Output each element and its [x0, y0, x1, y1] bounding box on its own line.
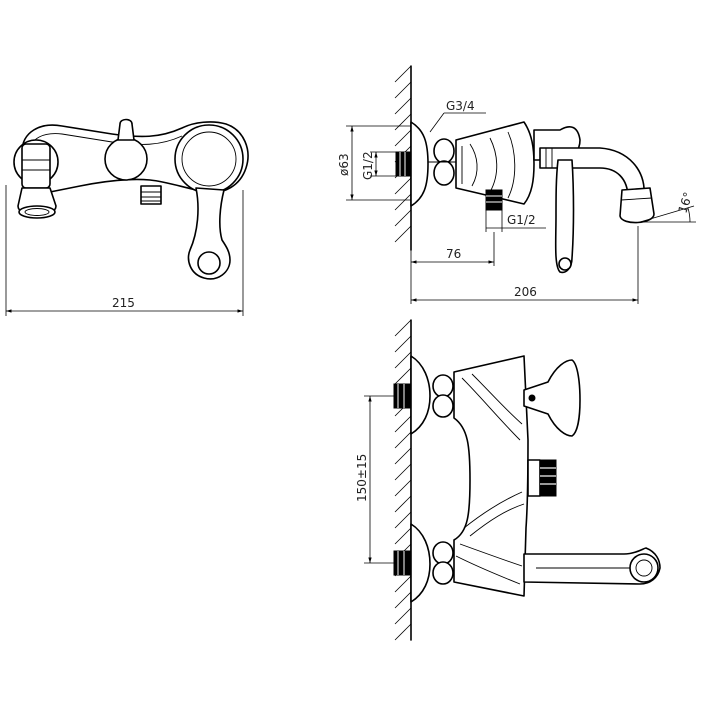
side-view-body [455, 121, 535, 205]
dim-206-label: 206 [514, 285, 537, 299]
top-view-handle-rosette [174, 124, 244, 194]
front-view-diverter-knob [527, 459, 541, 497]
front-view: 150±15 [355, 319, 661, 641]
front-view-lower-inlet [393, 550, 411, 576]
side-view-diverter-lever [554, 159, 575, 274]
angle-label: 16° [676, 190, 696, 215]
front-view-upper-inlet [393, 383, 411, 409]
front-view-spout [523, 547, 661, 585]
g12-right-label: G1/2 [507, 213, 536, 227]
side-view-rosette [410, 121, 429, 207]
centres-label: 150±15 [355, 454, 369, 502]
front-view-wall-hatching [394, 319, 412, 641]
top-view-hose-connector [140, 185, 162, 205]
dim-76-label: 76 [446, 247, 461, 261]
g12-left-label: G1/2 [361, 151, 375, 180]
side-view-hose-outlet [485, 189, 503, 211]
side-view-eccentric [433, 138, 455, 164]
front-view-upper-handle [523, 359, 581, 437]
dia63-label: ø63 [337, 153, 351, 176]
top-view: 215 [5, 118, 249, 316]
side-view-aerator [619, 187, 655, 224]
g34-label: G3/4 [446, 99, 475, 113]
top-view-valve-ball [104, 137, 148, 181]
dim-215-label: 215 [112, 296, 135, 310]
side-view: G3/4 ø63 G1/2 G1/2 76 206 16° [337, 65, 696, 304]
side-view-inlet-thread [395, 151, 411, 177]
top-view-diverter-lever [187, 187, 231, 280]
